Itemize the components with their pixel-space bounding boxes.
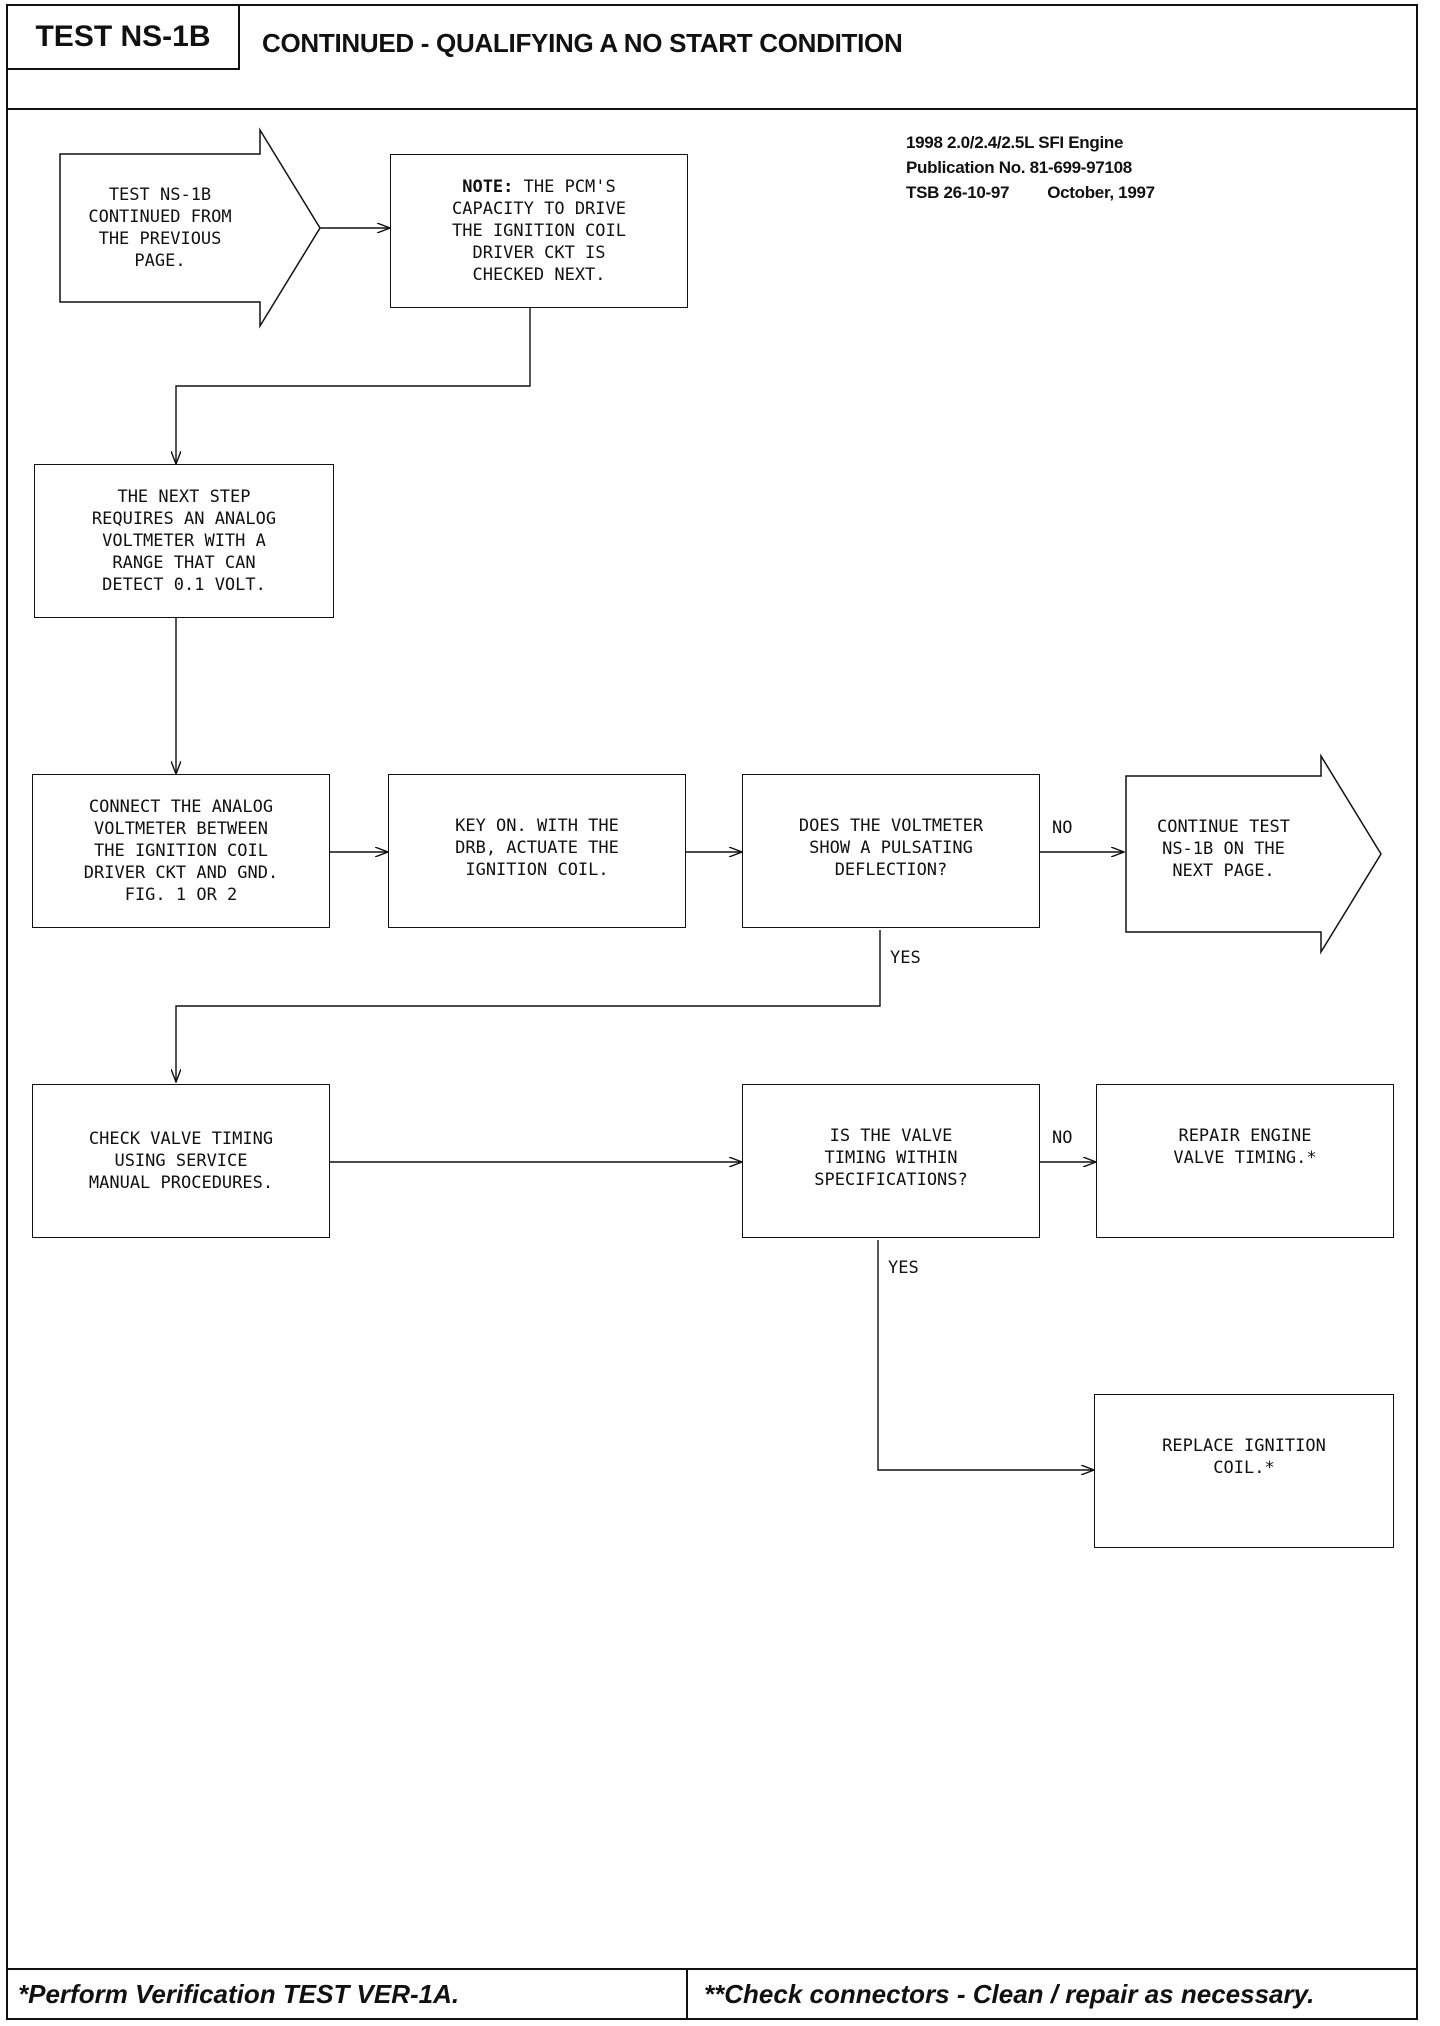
yes-label-voltmeter: YES [890,948,921,968]
tsb-line: TSB 26-10-97 October, 1997 [906,180,1155,205]
connector-note-to-next-step [176,308,531,464]
connector-valve-yes-to-replace [877,1240,1094,1470]
test-id: TEST NS-1B [8,6,240,70]
footer-divider [686,1970,688,2018]
engine-line: 1998 2.0/2.4/2.5L SFI Engine [906,133,1124,152]
valve-question-box: IS THE VALVE TIMING WITHIN SPECIFICATION… [742,1084,1040,1238]
connect-voltmeter-box: CONNECT THE ANALOG VOLTMETER BETWEEN THE… [32,774,330,928]
no-label-voltmeter: NO [1052,818,1073,838]
start-arrow-text: TEST NS-1B CONTINUED FROM THE PREVIOUS P… [88,185,232,271]
footer-verification-note: *Perform Verification TEST VER-1A. [18,1978,460,2009]
connector-question-yes-to-check-valve [176,930,881,1082]
key-on-box: KEY ON. WITH THE DRB, ACTUATE THE IGNITI… [388,774,686,928]
note-box: NOTE: THE PCM'S CAPACITY TO DRIVE THE IG… [390,154,688,308]
start-arrow-shape [59,127,321,329]
flowchart-connectors [59,127,1382,2018]
voltmeter-question-box: DOES THE VOLTMETER SHOW A PULSATING DEFL… [742,774,1040,928]
replace-coil-box: REPLACE IGNITION COIL.* [1094,1394,1394,1548]
no-label-valve: NO [1052,1128,1073,1148]
continue-arrow-shape [1125,753,1382,955]
page-frame: TEST NS-1B CONTINUED - QUALIFYING A NO S… [6,4,1418,2020]
tsb-date: October, 1997 [1047,183,1155,202]
next-step-box: THE NEXT STEP REQUIRES AN ANALOG VOLTMET… [34,464,334,618]
header: TEST NS-1B CONTINUED - QUALIFYING A NO S… [8,6,1416,110]
note-text: THE PCM'S CAPACITY TO DRIVE THE IGNITION… [452,177,626,285]
page-title: CONTINUED - QUALIFYING A NO START CONDIT… [262,28,903,58]
continue-arrow-text: CONTINUE TEST NS-1B ON THE NEXT PAGE. [1156,817,1291,881]
publication-number: Publication No. 81-699-97108 [906,158,1132,177]
tsb-number: TSB 26-10-97 [906,183,1010,202]
repair-valve-box: REPAIR ENGINE VALVE TIMING.* [1096,1084,1394,1238]
yes-label-valve: YES [888,1258,919,1278]
check-valve-box: CHECK VALVE TIMING USING SERVICE MANUAL … [32,1084,330,1238]
publication-info: 1998 2.0/2.4/2.5L SFI Engine Publication… [906,130,1155,205]
footer: *Perform Verification TEST VER-1A. **Che… [8,1968,1416,2018]
footer-connector-note: **Check connectors - Clean / repair as n… [704,1978,1315,2009]
note-label: NOTE: [462,177,514,197]
